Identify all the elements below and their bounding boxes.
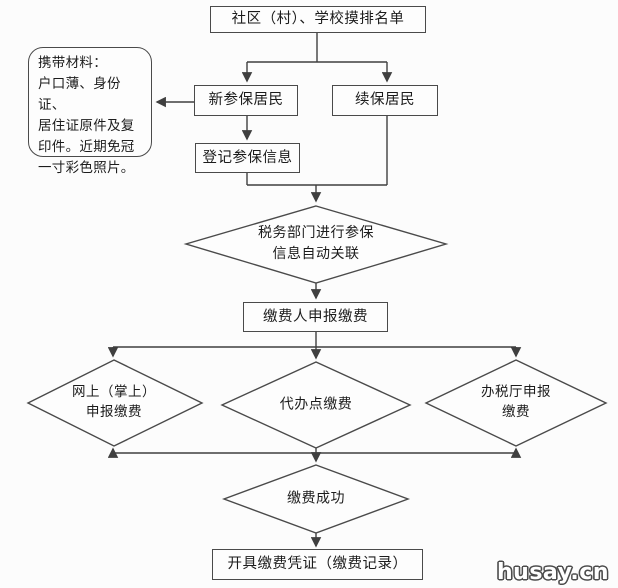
node-register-insurance-info: 登记参保信息 [195,143,300,173]
diamond-taxhall-pay [424,359,608,447]
node-survey-list: 社区（村）、学校摸排名单 [210,6,426,33]
diamond-online-pay [26,359,204,447]
note-line: 居住证原件及复 [38,117,135,133]
note-required-materials: 携带材料： 户口薄、身份证、 居住证原件及复 印件。近期免冠 一寸彩色照片。 [28,47,152,175]
label-taxhall-pay: 办税厅申报 缴费 [481,383,551,419]
label-pay-success: 缴费成功 [287,491,345,507]
label-agent-pay: 代办点缴费 [279,397,353,413]
note-line: 携带材料： [38,55,107,70]
node-issue-payment-receipt: 开具缴费凭证（缴费记录） [212,549,423,580]
watermark-husay: husay.cn [497,560,609,585]
note-line: 户口薄、身份证、 [38,75,121,112]
diamond-agent-pay [220,361,412,449]
node-new-insured-resident: 新参保居民 [194,85,298,116]
label-online-pay: 网上（掌上） 申报缴费 [72,383,156,419]
label-tax-auto-link: 税务部门进行参保 信息自动关联 [258,226,374,262]
node-payer-declare-payment: 缴费人申报缴费 [243,302,388,332]
node-renewal-resident: 续保居民 [332,85,438,116]
note-line: 印件。近期免冠 [38,138,135,154]
diamond-pay-success [221,464,411,534]
note-line: 一寸彩色照片。 [38,159,135,175]
diamond-tax-auto-link [183,205,449,284]
